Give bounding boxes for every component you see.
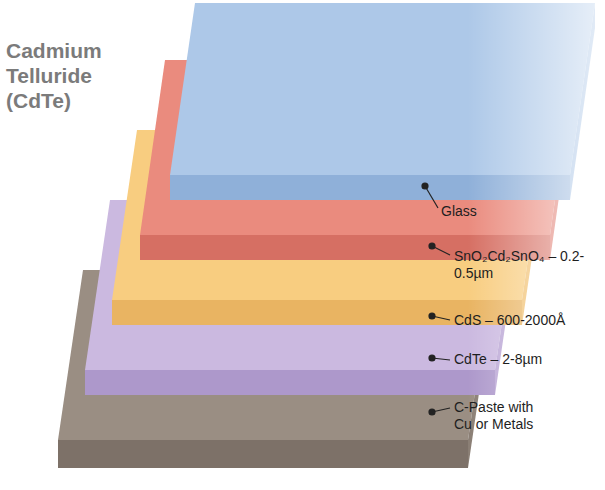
layer-label: CdTe – 2-8µm [454,351,599,368]
layer-label: C-Paste with Cu or Metals [454,399,549,433]
layer-label: SnO₂Cd₂SnO₄ – 0.2-0.5µm [454,248,589,282]
title: Cadmium Telluride (CdTe) [6,38,126,113]
layer-label: CdS – 600-2000Å [454,312,599,329]
layer-label: Glass [441,203,591,220]
